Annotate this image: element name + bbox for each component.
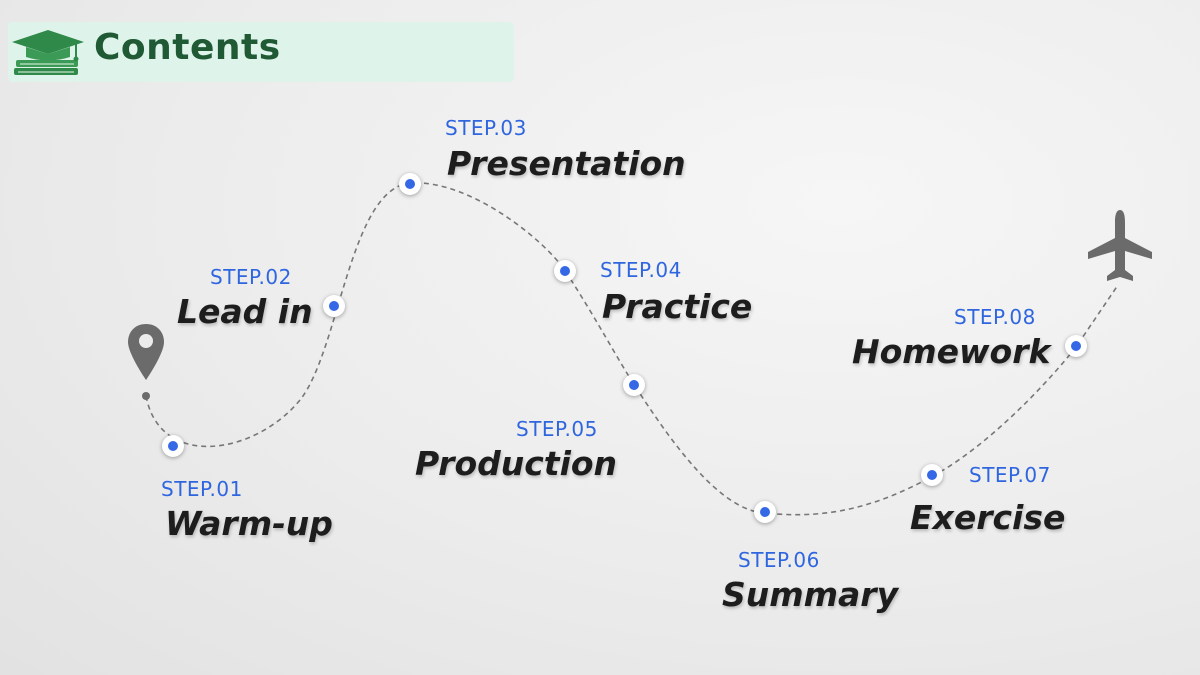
step-02-label: Lead in xyxy=(177,292,313,331)
step-01-label: Warm-up xyxy=(165,504,333,543)
step-08-number: STEP.08 xyxy=(954,305,1036,329)
page-title: Contents xyxy=(94,27,281,68)
step-05-number: STEP.05 xyxy=(516,417,598,441)
step-02-number: STEP.02 xyxy=(210,265,292,289)
step-05-dot xyxy=(623,374,645,396)
step-03-dot xyxy=(399,173,421,195)
step-08-dot xyxy=(1065,335,1087,357)
header-banner: Contents xyxy=(8,22,514,82)
step-06-label: Summary xyxy=(722,575,899,614)
step-06-number: STEP.06 xyxy=(738,548,820,572)
step-02-dot xyxy=(323,295,345,317)
step-04-number: STEP.04 xyxy=(600,258,682,282)
step-08-label: Homework xyxy=(852,332,1051,371)
location-pin-icon xyxy=(128,324,164,400)
step-04-label: Practice xyxy=(602,287,753,326)
step-05-label: Production xyxy=(415,444,618,483)
step-04-dot xyxy=(554,260,576,282)
step-03-label: Presentation xyxy=(447,144,686,183)
airplane-icon xyxy=(1088,210,1152,281)
step-03-number: STEP.03 xyxy=(445,116,527,140)
step-07-dot xyxy=(921,464,943,486)
step-07-label: Exercise xyxy=(910,498,1066,537)
step-06-dot xyxy=(754,501,776,523)
step-07-number: STEP.07 xyxy=(969,463,1051,487)
step-01-number: STEP.01 xyxy=(161,477,243,501)
graduation-cap-books-icon xyxy=(12,30,84,75)
step-01-dot xyxy=(162,435,184,457)
